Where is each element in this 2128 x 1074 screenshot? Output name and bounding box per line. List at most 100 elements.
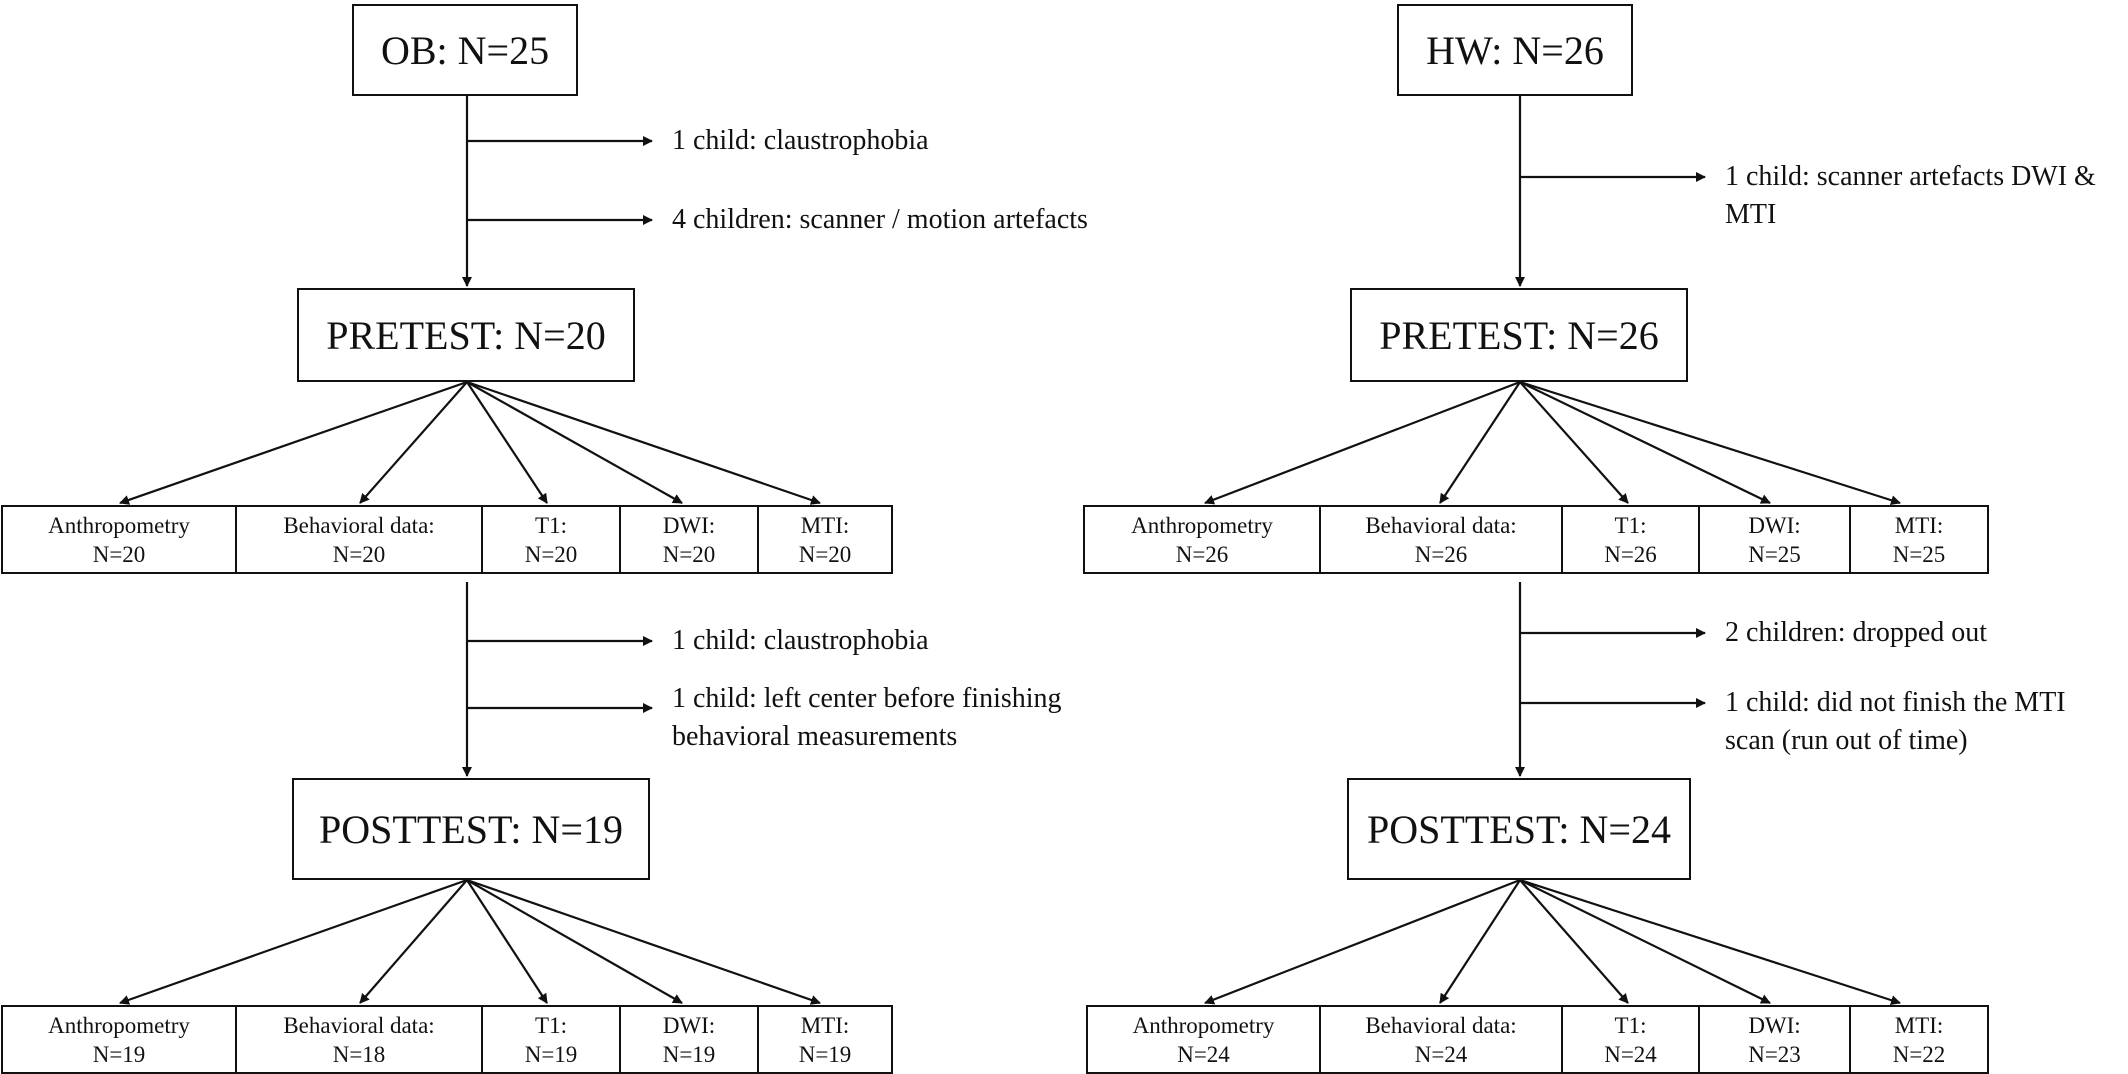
left-pretest-arrow-dwi bbox=[466, 381, 683, 504]
ob-followup-claustrophobia: 1 child: claustrophobia bbox=[672, 625, 929, 656]
cell-n: N=20 bbox=[524, 541, 578, 567]
cell-n: N=20 bbox=[662, 541, 716, 567]
left-pretest-arrow-anthropometry bbox=[119, 380, 468, 505]
note-line: scan (run out of time) bbox=[1725, 725, 1968, 756]
right-pretest-arrow-mti bbox=[1519, 380, 1901, 506]
ob-exclusion-motion-artefacts: 4 children: scanner / motion artefacts bbox=[672, 204, 1088, 235]
right-posttest-arrow-dwi bbox=[1519, 879, 1771, 1004]
ob-pretest-t1: T1: N=20 bbox=[481, 505, 621, 574]
hw-posttest-behavioral: Behavioral data: N=24 bbox=[1319, 1005, 1563, 1074]
hw-exclusion-artefacts: 1 child: scanner artefacts DWI & MTI bbox=[1725, 158, 2096, 234]
hw-posttest-dwi: DWI: N=23 bbox=[1698, 1005, 1851, 1074]
cell-n: N=26 bbox=[1175, 541, 1229, 567]
cell-n: N=20 bbox=[798, 541, 852, 567]
left-posttest-arrow-dwi bbox=[466, 879, 683, 1004]
cell-label: MTI: bbox=[800, 1012, 850, 1038]
cell-n: N=18 bbox=[332, 1041, 386, 1067]
cell-label: Anthropometry bbox=[1132, 1012, 1275, 1038]
hw-pretest-dwi: DWI: N=25 bbox=[1698, 505, 1851, 574]
cell-label: MTI: bbox=[800, 512, 850, 538]
cell-n: N=24 bbox=[1414, 1041, 1468, 1067]
note-line: 1 child: did not finish the MTI bbox=[1725, 687, 2066, 718]
cell-n: N=19 bbox=[524, 1041, 578, 1067]
ob-posttest-anthropometry: Anthropometry N=19 bbox=[1, 1005, 237, 1074]
cell-n: N=26 bbox=[1414, 541, 1468, 567]
left-pretest-arrow-t1 bbox=[466, 381, 548, 504]
cell-n: N=20 bbox=[332, 541, 386, 567]
cell-label: Behavioral data: bbox=[1365, 512, 1517, 538]
cell-label: DWI: bbox=[1748, 512, 1801, 538]
cell-n: N=25 bbox=[1748, 541, 1801, 567]
cell-label: T1: bbox=[1614, 1012, 1647, 1038]
hw-pretest-anthropometry: Anthropometry N=26 bbox=[1083, 505, 1321, 574]
cell-n: N=25 bbox=[1892, 541, 1946, 567]
right-posttest-arrow-behavioral bbox=[1439, 879, 1521, 1004]
hw-start-box: HW: N=26 bbox=[1397, 4, 1633, 96]
left-posttest-arrow-anthropometry bbox=[119, 878, 468, 1005]
ob-posttest-t1: T1: N=19 bbox=[481, 1005, 621, 1074]
note-line: MTI bbox=[1725, 199, 1777, 230]
left-posttest-arrow-behavioral bbox=[359, 879, 468, 1004]
ob-followup-left-center: 1 child: left center before finishing be… bbox=[672, 680, 1062, 756]
hw-pretest-t1: T1: N=26 bbox=[1561, 505, 1700, 574]
cell-label: T1: bbox=[535, 1012, 567, 1038]
ob-pretest-mti: MTI: N=20 bbox=[757, 505, 893, 574]
cell-n: N=19 bbox=[662, 1041, 716, 1067]
note-line: 1 child: scanner artefacts DWI & bbox=[1725, 161, 2096, 192]
cell-n: N=19 bbox=[798, 1041, 852, 1067]
ob-posttest-behavioral: Behavioral data: N=18 bbox=[235, 1005, 483, 1074]
ob-pretest-anthropometry: Anthropometry N=20 bbox=[1, 505, 237, 574]
cell-n: N=22 bbox=[1892, 1041, 1946, 1067]
hw-pretest-behavioral: Behavioral data: N=26 bbox=[1319, 505, 1563, 574]
left-pretest-arrow-mti bbox=[466, 380, 821, 505]
note-line: 1 child: left center before finishing bbox=[672, 683, 1062, 714]
cell-n: N=24 bbox=[1604, 1041, 1657, 1067]
cell-label: DWI: bbox=[662, 512, 716, 538]
ob-start-box: OB: N=25 bbox=[352, 4, 578, 96]
hw-followup-dropped-out: 2 children: dropped out bbox=[1725, 617, 1988, 648]
right-pretest-arrow-t1 bbox=[1519, 381, 1629, 504]
ob-pretest-dwi: DWI: N=20 bbox=[619, 505, 759, 574]
cell-label: T1: bbox=[1614, 512, 1647, 538]
ob-posttest-mti: MTI: N=19 bbox=[757, 1005, 893, 1074]
hw-posttest-mti: MTI: N=22 bbox=[1849, 1005, 1989, 1074]
cell-label: Anthropometry bbox=[48, 512, 190, 538]
right-posttest-arrow-mti bbox=[1519, 878, 1901, 1005]
cell-label: T1: bbox=[535, 512, 567, 538]
cell-n: N=24 bbox=[1177, 1041, 1230, 1067]
ob-posttest-dwi: DWI: N=19 bbox=[619, 1005, 759, 1074]
hw-pretest-mti: MTI: N=25 bbox=[1849, 505, 1989, 574]
cell-label: Behavioral data: bbox=[283, 1012, 435, 1038]
hw-followup-mti-unfinished: 1 child: did not finish the MTI scan (ru… bbox=[1725, 684, 2066, 760]
cell-n: N=26 bbox=[1604, 541, 1657, 567]
right-pretest-arrow-anthropometry bbox=[1204, 380, 1521, 505]
ob-pretest-behavioral: Behavioral data: N=20 bbox=[235, 505, 483, 574]
hw-posttest-t1: T1: N=24 bbox=[1561, 1005, 1700, 1074]
cell-label: Behavioral data: bbox=[283, 512, 435, 538]
cell-n: N=23 bbox=[1748, 1041, 1801, 1067]
right-pretest-arrow-behavioral bbox=[1439, 381, 1521, 504]
ob-pretest-box: PRETEST: N=20 bbox=[297, 288, 635, 382]
cell-label: Anthropometry bbox=[48, 1012, 190, 1038]
left-posttest-arrow-mti bbox=[466, 878, 821, 1005]
right-posttest-arrow-anthropometry bbox=[1204, 878, 1521, 1005]
ob-posttest-box: POSTTEST: N=19 bbox=[292, 778, 650, 880]
cell-label: Anthropometry bbox=[1131, 512, 1273, 538]
left-pretest-arrow-behavioral bbox=[359, 381, 468, 504]
cell-label: MTI: bbox=[1894, 512, 1944, 538]
cell-n: N=19 bbox=[92, 1041, 146, 1067]
cell-n: N=20 bbox=[92, 541, 146, 567]
ob-exclusion-claustrophobia: 1 child: claustrophobia bbox=[672, 125, 929, 156]
hw-posttest-box: POSTTEST: N=24 bbox=[1347, 778, 1691, 880]
cell-label: DWI: bbox=[1748, 1012, 1801, 1038]
right-pretest-arrow-dwi bbox=[1519, 381, 1771, 504]
right-posttest-arrow-t1 bbox=[1519, 879, 1629, 1004]
cell-label: MTI: bbox=[1894, 1012, 1944, 1038]
left-posttest-arrow-t1 bbox=[466, 879, 548, 1004]
hw-pretest-box: PRETEST: N=26 bbox=[1350, 288, 1688, 382]
cell-label: Behavioral data: bbox=[1365, 1012, 1517, 1038]
cell-label: DWI: bbox=[662, 1012, 716, 1038]
note-line: behavioral measurements bbox=[672, 721, 958, 752]
hw-posttest-anthropometry: Anthropometry N=24 bbox=[1086, 1005, 1321, 1074]
